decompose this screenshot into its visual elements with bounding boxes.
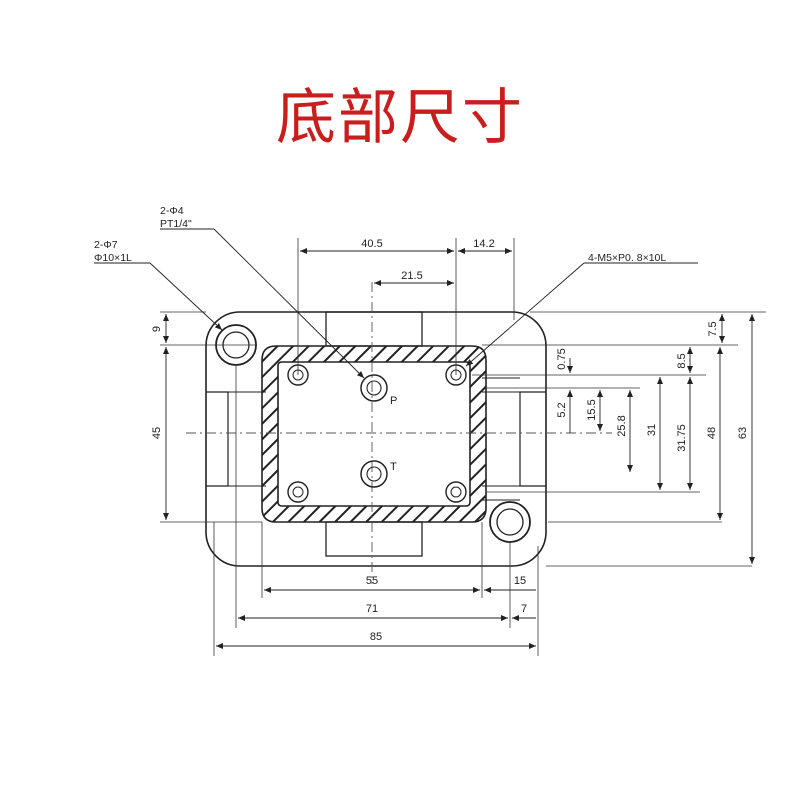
leader-lines [94,228,698,379]
large-hole-callout-line2: Φ10×1L [94,252,132,264]
dim-14-2: 14.2 [473,238,494,250]
dim-15: 15 [514,575,526,587]
dim-5-2: 5.2 [556,402,568,417]
dimension-lines [163,248,755,649]
dim-0-75: 0.75 [556,348,568,369]
port-t-hole [360,460,388,488]
dim-15-5: 15.5 [586,399,598,420]
dim-21-5: 21.5 [401,270,422,282]
dim-7-5: 7.5 [707,321,719,336]
dim-63: 63 [737,427,749,439]
left-recess [206,391,229,487]
thread-hole-bottom-right [445,481,467,503]
right-recess [519,391,546,487]
bottom-tab [325,521,423,557]
page-title: 底部尺寸 [276,83,524,153]
dim-31-75: 31.75 [676,424,688,452]
port-t-label: T [390,461,397,473]
dim-71: 71 [366,603,378,615]
port-p-hole [360,374,388,402]
dim-8-5: 8.5 [676,353,688,368]
dim-25-8: 25.8 [616,415,628,436]
right-recess-lines [482,377,520,501]
dim-45: 45 [151,427,163,439]
thread-callout: 4-M5×P0. 8×10L [588,252,666,264]
dim-40-5: 40.5 [361,238,382,250]
port-p-label: P [390,395,397,407]
small-hole-callout-line1: 2-Φ4 [160,205,184,217]
center-lines [186,282,612,584]
dim-55: 55 [366,575,378,587]
large-hole-callout-line1: 2-Φ7 [94,239,118,251]
small-hole-callout-line2: PT1/4" [160,218,192,230]
dim-48: 48 [706,427,718,439]
dim-85: 85 [370,631,382,643]
top-tab [325,311,423,347]
large-hole-bottom-right [489,501,531,543]
extension-lines [160,238,766,656]
dim-9: 9 [151,326,163,332]
thread-hole-bottom-left [287,481,309,503]
dim-31: 31 [646,424,658,436]
dim-7: 7 [521,603,527,615]
part-outline [205,311,547,567]
left-recess-lines [228,391,266,487]
